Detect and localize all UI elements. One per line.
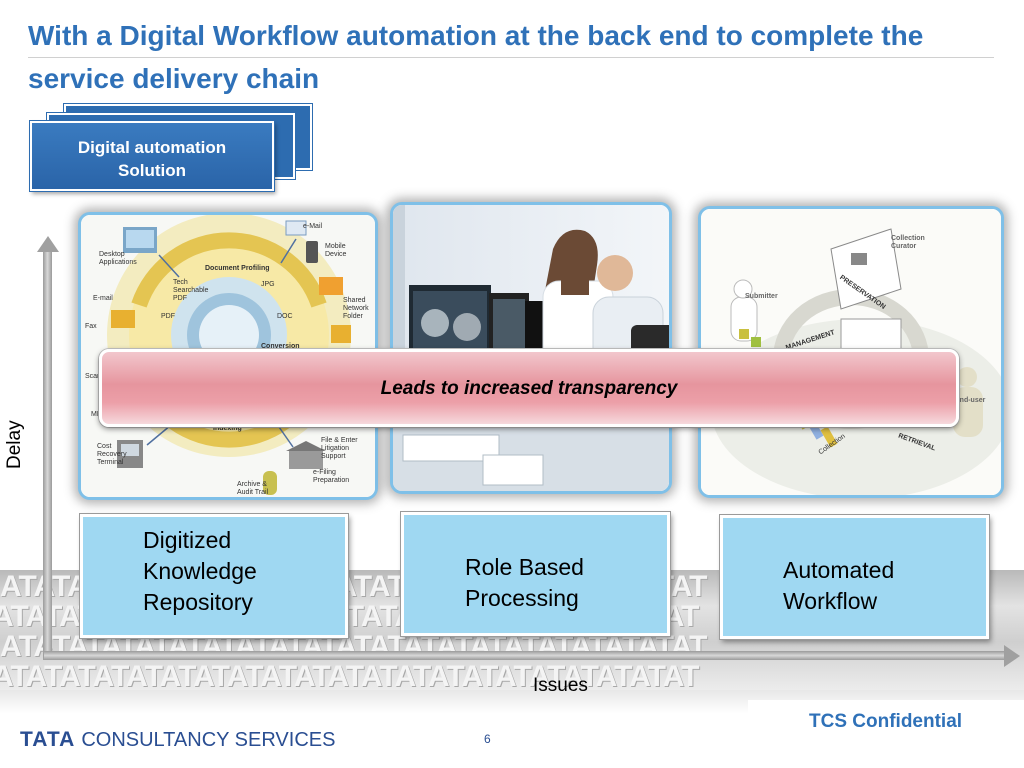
y-axis-arrowhead	[37, 236, 59, 252]
cycle-label: Scanner	[85, 373, 111, 381]
band-pattern-row: ATATATATATATATATATATATATATATATATATATATAT…	[0, 660, 700, 691]
cycle-label: Archive & Audit Trail	[237, 481, 269, 496]
logo-consultancy-services: CONSULTANCY SERVICES	[81, 729, 336, 751]
knowledge-repository-box: Digitized Knowledge Repository	[80, 514, 348, 638]
cycle-label: Tech Searchable PDF	[173, 279, 209, 302]
transparency-banner: Leads to increased transparency	[99, 349, 959, 427]
cycle-label: Indexing	[213, 425, 242, 432]
cycle-label: Conversion	[261, 343, 300, 350]
cycle-label: E-mail	[93, 295, 113, 302]
box-line: Knowledge	[143, 558, 257, 584]
cycle-label: Desktop Applications	[99, 251, 137, 266]
footer-right-area	[748, 700, 1024, 768]
x-axis-arrow	[44, 651, 1006, 660]
lifecycle-label: Submitter	[745, 293, 778, 300]
lifecycle-label: Collection Curator	[891, 235, 925, 250]
cycle-label: DOC	[277, 313, 293, 320]
x-axis-label: Issues	[533, 675, 588, 696]
cycle-label: Fax	[85, 323, 97, 330]
cycle-label: JPG	[261, 281, 275, 288]
box-line: Workflow	[783, 588, 878, 614]
banner-text: Leads to increased transparency	[380, 378, 678, 399]
cycle-label: e-Mail	[303, 223, 323, 230]
cycle-label: e-Filing Preparation	[313, 469, 350, 484]
y-axis-arrow	[43, 248, 52, 660]
confidential-label: TCS Confidential	[809, 711, 963, 732]
y-axis-label: Delay	[4, 420, 25, 469]
lifecycle-label: End-user	[955, 397, 986, 404]
solution-label-line2: Solution	[118, 161, 186, 180]
page-number: 6	[484, 732, 491, 746]
box-line: Repository	[143, 589, 253, 615]
title-divider	[28, 57, 994, 58]
box-line: Role Based	[465, 554, 584, 580]
cycle-label: File & Enter Litigation Support	[321, 437, 358, 460]
x-axis-arrowhead	[1004, 645, 1020, 667]
cycle-label: Document Profiling	[205, 265, 270, 272]
box-line: Automated	[783, 557, 895, 583]
solution-card: Digital automation Solution	[30, 121, 274, 191]
logo-tata: TATA	[20, 728, 76, 751]
box-line: Digitized	[143, 527, 232, 553]
cycle-label: Shared Network Folder	[343, 297, 369, 320]
role-based-processing-box: Role Based Processing	[401, 512, 670, 636]
workstation-photo-panel	[390, 202, 672, 494]
box-line: Processing	[465, 585, 579, 611]
cycle-label: PDF	[161, 313, 175, 320]
cycle-label: Cost Recovery Terminal	[97, 443, 127, 466]
automated-workflow-box: Automated Workflow	[720, 515, 989, 639]
cycle-label: Mobile Device	[325, 243, 347, 258]
slide-title: With a Digital Workflow automation at th…	[28, 20, 924, 94]
cycle-label: MFP	[91, 411, 106, 419]
solution-label-line1: Digital automation	[77, 138, 227, 157]
